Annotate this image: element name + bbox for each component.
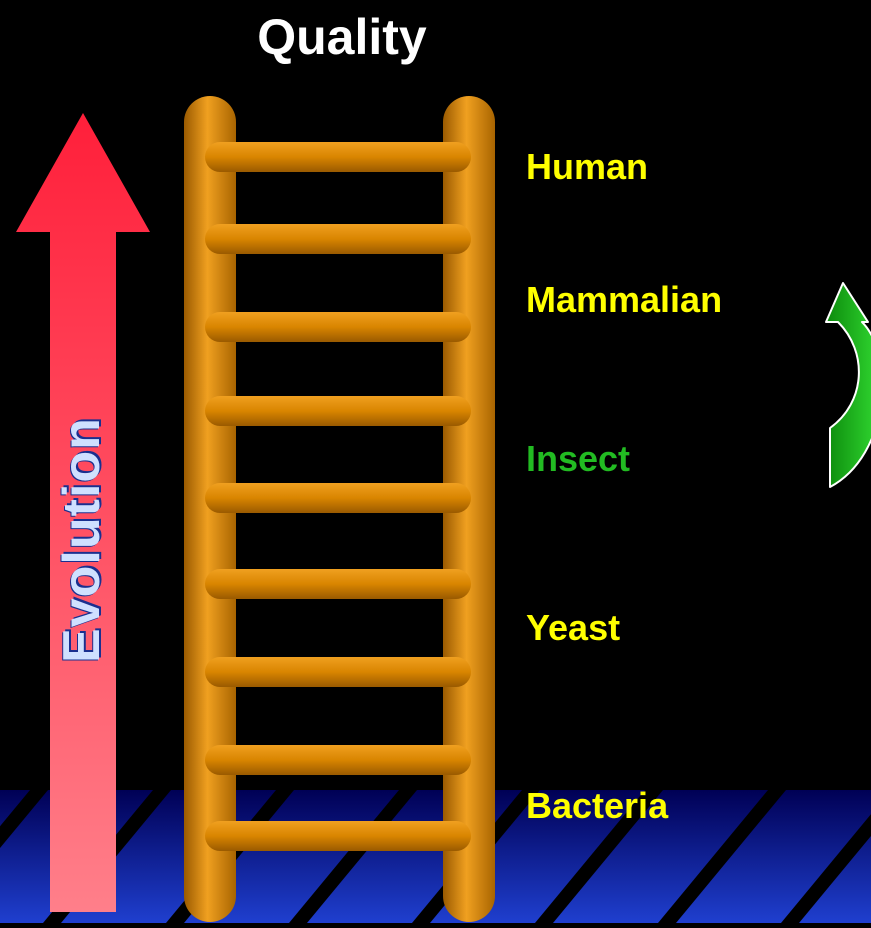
ladder-rung bbox=[205, 569, 471, 599]
ladder-rung bbox=[205, 821, 471, 851]
ladder-rung bbox=[205, 483, 471, 513]
ladder-rung bbox=[205, 224, 471, 254]
ladder-rung bbox=[205, 312, 471, 342]
level-label-yeast: Yeast bbox=[526, 608, 620, 648]
evolution-label: Evolution bbox=[52, 417, 112, 663]
ladder-rung bbox=[205, 396, 471, 426]
ladder-rung bbox=[205, 657, 471, 687]
ladder-rung bbox=[205, 745, 471, 775]
floor-band bbox=[0, 790, 871, 923]
ladder-rung bbox=[205, 142, 471, 172]
level-label-bacteria: Bacteria bbox=[526, 786, 668, 826]
level-label-insect: Insect bbox=[526, 439, 630, 479]
diagram-title: Quality bbox=[0, 6, 684, 68]
level-label-human: Human bbox=[526, 147, 648, 187]
cycle-arrow-icon bbox=[826, 283, 871, 487]
level-label-mammalian: Mammalian bbox=[526, 280, 722, 320]
